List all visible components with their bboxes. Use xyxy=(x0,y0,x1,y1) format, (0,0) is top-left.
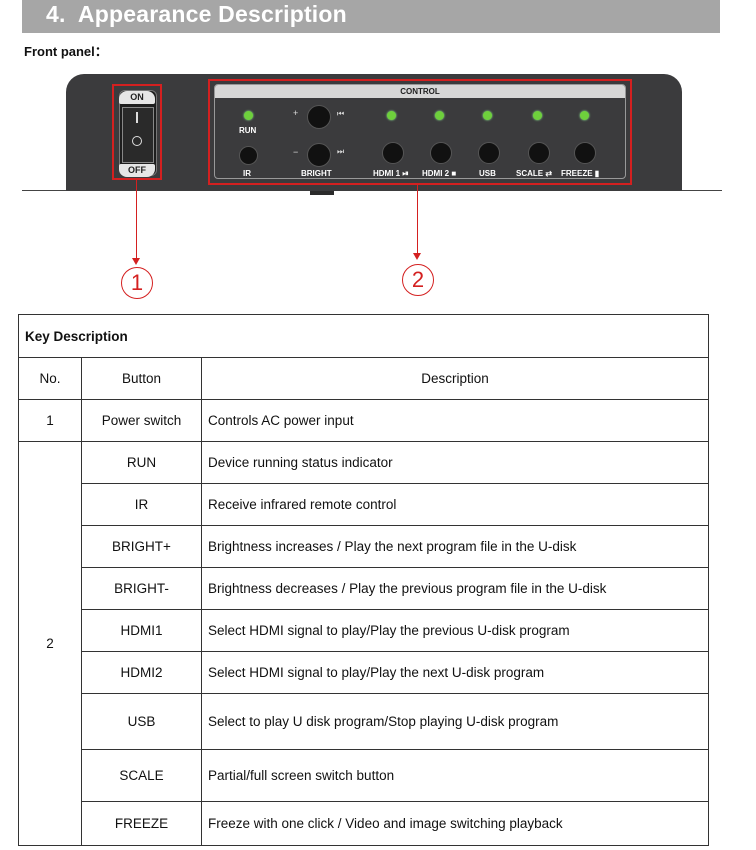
section-title: 4. Appearance Description xyxy=(46,1,347,27)
front-panel-device: ON OFF CONTROL RUN IR + ⏮ − ⏭ BRIGHT HDM… xyxy=(22,72,722,202)
row-description: Receive infrared remote control xyxy=(201,483,709,526)
key-description-table: Key Description No. Button Description 1… xyxy=(18,314,709,846)
camera-icon: ▮ xyxy=(594,169,600,178)
freeze-button[interactable] xyxy=(574,142,596,164)
hdmi2-text: HDMI 2 xyxy=(422,169,450,178)
usb-label: USB xyxy=(479,169,496,178)
header-description: Description xyxy=(201,357,709,400)
callout-1-circle: 1 xyxy=(121,267,153,299)
bright-minus-button[interactable] xyxy=(307,143,331,167)
row-description: Partial/full screen switch button xyxy=(201,749,709,802)
hdmi1-led xyxy=(387,111,396,120)
row-description: Freeze with one click / Video and image … xyxy=(201,801,709,846)
next-track-icon: ⏭ xyxy=(337,147,345,156)
table-row: SCALE Partial/full screen switch button xyxy=(19,749,709,802)
row-button: SCALE xyxy=(81,749,202,802)
callout-1-line xyxy=(136,180,137,263)
run-led xyxy=(244,111,253,120)
table-row: HDMI2 Select HDMI signal to play/Play th… xyxy=(19,651,709,694)
switch-off-label: OFF xyxy=(119,164,155,177)
row-no-group: 2 xyxy=(18,441,82,846)
hdmi1-text: HDMI 1 xyxy=(373,169,401,178)
row-button: IR xyxy=(81,483,202,526)
table-title: Key Description xyxy=(18,314,709,358)
control-panel-title: CONTROL xyxy=(215,85,625,98)
callout-1-arrowhead xyxy=(132,258,140,265)
table-title-row: Key Description xyxy=(18,314,709,358)
play-pause-icon: ⏯ xyxy=(402,169,409,178)
header-button: Button xyxy=(81,357,202,400)
bright-minus-sign: − xyxy=(293,147,299,157)
table-row: 1 Power switch Controls AC power input xyxy=(18,399,709,442)
hdmi2-led xyxy=(435,111,444,120)
scale-button[interactable] xyxy=(528,142,550,164)
scale-icon: ⇄ xyxy=(545,169,553,178)
run-label: RUN xyxy=(239,126,257,135)
freeze-led xyxy=(580,111,589,120)
row-button: Power switch xyxy=(81,399,202,442)
row-description: Select to play U disk program/Stop playi… xyxy=(201,693,709,750)
ir-receiver xyxy=(239,146,258,165)
callout-2-line xyxy=(417,185,418,258)
bright-plus-sign: + xyxy=(293,108,299,118)
scale-label: SCALE ⇄ xyxy=(516,169,552,178)
callout-2-circle: 2 xyxy=(402,264,434,296)
row-description: Device running status indicator xyxy=(201,441,709,484)
row-button: RUN xyxy=(81,441,202,484)
power-switch-rocker[interactable] xyxy=(122,107,154,163)
row-no: 1 xyxy=(18,399,82,442)
row-button: BRIGHT- xyxy=(81,567,202,610)
table-row: BRIGHT+ Brightness increases / Play the … xyxy=(19,525,709,568)
row-button: FREEZE xyxy=(81,801,202,846)
freeze-label: FREEZE ▮ xyxy=(561,169,599,178)
table-row: 2 RUN Device running status indicator xyxy=(18,441,709,846)
bright-plus-button[interactable] xyxy=(307,105,331,129)
hdmi1-button[interactable] xyxy=(382,142,404,164)
front-panel-label: Front panel： xyxy=(24,44,108,59)
row-description: Brightness increases / Play the next pro… xyxy=(201,525,709,568)
ir-label: IR xyxy=(243,169,251,178)
device-foot xyxy=(310,191,334,195)
usb-button[interactable] xyxy=(478,142,500,164)
section-header-bar: 4. Appearance Description xyxy=(22,0,720,33)
control-panel: CONTROL RUN IR + ⏮ − ⏭ BRIGHT HDMI 1 ⏯ H… xyxy=(214,84,626,179)
row-button: HDMI2 xyxy=(81,651,202,694)
table-row: FREEZE Freeze with one click / Video and… xyxy=(19,801,709,846)
row-description: Controls AC power input xyxy=(201,399,709,442)
row-button: HDMI1 xyxy=(81,609,202,652)
table-row: USB Select to play U disk program/Stop p… xyxy=(19,693,709,750)
switch-o-mark xyxy=(132,136,142,146)
header-no: No. xyxy=(18,357,82,400)
row-description: Brightness decreases / Play the previous… xyxy=(201,567,709,610)
callout-2-arrowhead xyxy=(413,253,421,260)
stop-icon: ■ xyxy=(451,169,457,178)
table-header-row: No. Button Description xyxy=(18,357,709,400)
table-row: HDMI1 Select HDMI signal to play/Play th… xyxy=(19,609,709,652)
hdmi1-label: HDMI 1 ⏯ xyxy=(373,169,409,179)
row-button: BRIGHT+ xyxy=(81,525,202,568)
switch-i-mark xyxy=(136,112,138,123)
scale-led xyxy=(533,111,542,120)
table-row: BRIGHT- Brightness decreases / Play the … xyxy=(19,567,709,610)
prev-track-icon: ⏮ xyxy=(337,109,345,118)
row-description: Select HDMI signal to play/Play the next… xyxy=(201,651,709,694)
switch-on-label: ON xyxy=(119,91,155,104)
hdmi2-label: HDMI 2 ■ xyxy=(422,169,456,178)
hdmi2-button[interactable] xyxy=(430,142,452,164)
control-panel-highlight xyxy=(208,79,632,185)
row-button: USB xyxy=(81,693,202,750)
row-description: Select HDMI signal to play/Play the prev… xyxy=(201,609,709,652)
freeze-text: FREEZE xyxy=(561,169,593,178)
scale-text: SCALE xyxy=(516,169,544,178)
table-row: IR Receive infrared remote control xyxy=(19,483,709,526)
bright-label: BRIGHT xyxy=(301,169,332,178)
usb-led xyxy=(483,111,492,120)
